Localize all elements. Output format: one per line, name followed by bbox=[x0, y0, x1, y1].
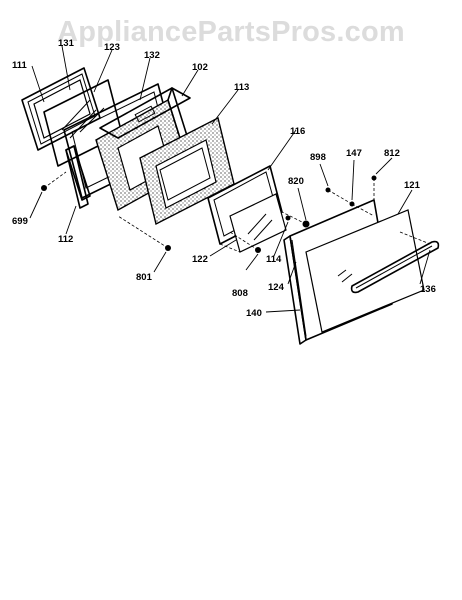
label-112: 112 bbox=[58, 234, 73, 245]
label-131: 131 bbox=[58, 38, 75, 49]
label-102: 102 bbox=[192, 62, 208, 73]
alignment-lines bbox=[43, 171, 431, 253]
part-136-handle bbox=[350, 240, 440, 294]
label-820: 820 bbox=[288, 176, 304, 187]
part-labels: 111 131 123 132 102 113 116 699 112 122 … bbox=[12, 38, 436, 319]
part-111-outer-frame bbox=[21, 67, 101, 151]
part-112-side-frame bbox=[65, 145, 91, 209]
part-122-glass bbox=[229, 193, 287, 253]
label-123: 123 bbox=[104, 42, 120, 53]
part-124-outer-door-frame bbox=[283, 199, 393, 345]
label-121: 121 bbox=[404, 180, 421, 191]
label-124: 124 bbox=[268, 282, 285, 293]
leader-lines bbox=[29, 45, 431, 313]
label-132: 132 bbox=[144, 50, 160, 61]
label-699: 699 bbox=[12, 216, 28, 227]
label-113: 113 bbox=[234, 82, 249, 93]
screw-114 bbox=[285, 215, 291, 221]
label-147: 147 bbox=[346, 148, 362, 159]
label-111: 111 bbox=[12, 60, 28, 71]
label-136: 136 bbox=[420, 284, 436, 295]
part-121-outer-glass-panel bbox=[305, 209, 425, 333]
label-812: 812 bbox=[384, 148, 400, 159]
label-801: 801 bbox=[136, 272, 153, 283]
watermark-text: AppliancePartsPros.com bbox=[57, 16, 405, 48]
label-116: 116 bbox=[290, 126, 305, 137]
label-898: 898 bbox=[310, 152, 326, 163]
label-808: 808 bbox=[232, 288, 248, 299]
label-122: 122 bbox=[192, 254, 208, 265]
label-140: 140 bbox=[246, 308, 262, 319]
label-114: 114 bbox=[266, 254, 282, 265]
